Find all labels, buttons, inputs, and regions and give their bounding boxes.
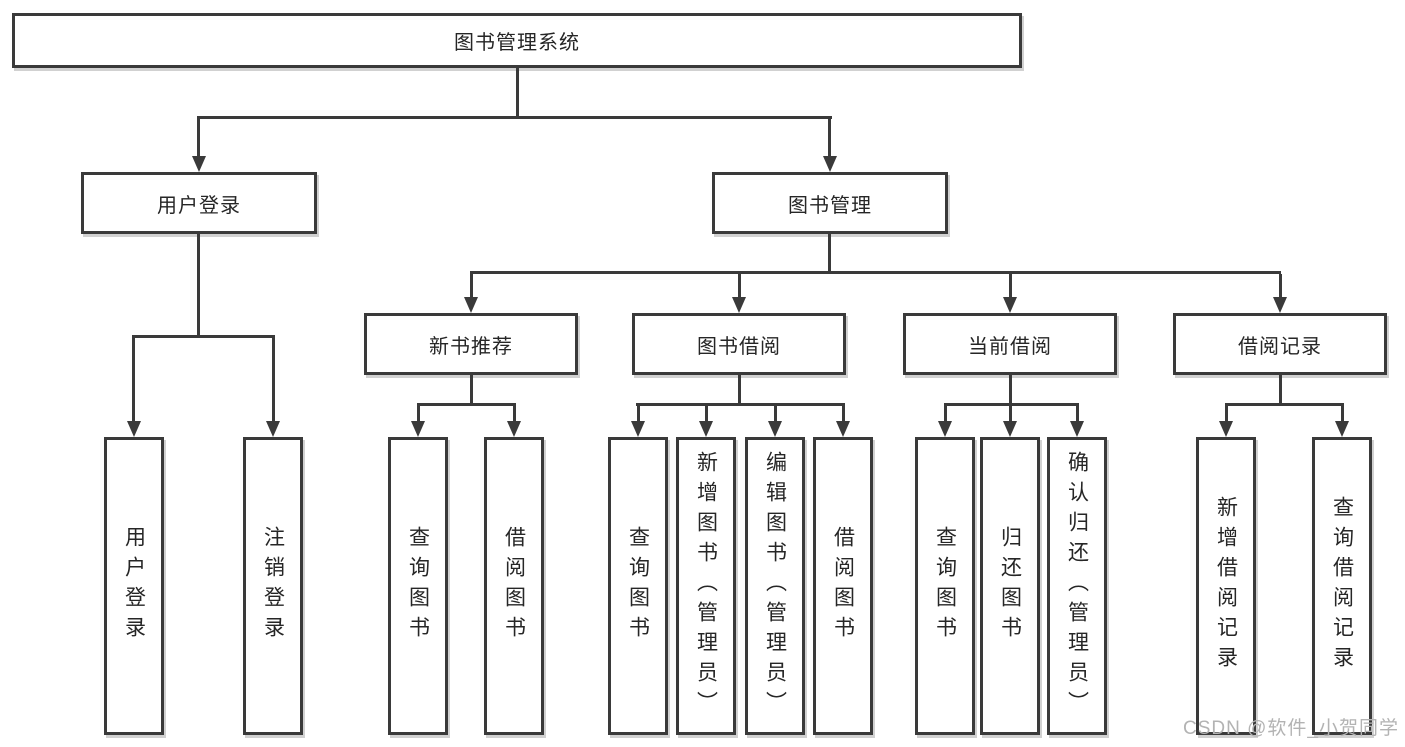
arrowhead-icon [1273,297,1287,313]
node-borrow-record: 借阅记录 [1173,313,1387,375]
leaf-add-book: 新增图书（管理员） [676,437,736,735]
connector-line [1341,406,1344,422]
leaf-query-book-c-label: 查询图书 [933,526,957,646]
leaf-borrow-book-a: 借阅图书 [484,437,544,735]
leaf-add-record: 新增借阅记录 [1196,437,1256,735]
node-book-borrow: 图书借阅 [632,313,846,375]
connector-line [470,271,1281,274]
leaf-query-book-a: 查询图书 [388,437,448,735]
connector-line [197,116,832,119]
leaf-confirm-return-label: 确认归还（管理员） [1065,451,1089,721]
connector-line [637,406,640,422]
connector-line [842,406,845,422]
arrowhead-icon [938,421,952,437]
node-new-book-label: 新书推荐 [429,335,513,358]
leaf-borrow-book-b-label: 借阅图书 [831,526,855,646]
connector-line [636,403,845,406]
leaf-logout: 注销登录 [243,437,303,735]
leaf-query-book-c: 查询图书 [915,437,975,735]
leaf-return-book: 归还图书 [980,437,1040,735]
arrowhead-icon [127,421,141,437]
connector-line [1279,274,1282,298]
connector-line [470,274,473,298]
connector-line [828,234,831,271]
arrowhead-icon [1070,421,1084,437]
connector-line [417,403,516,406]
connector-line [132,335,135,421]
leaf-return-book-label: 归还图书 [998,526,1022,646]
connector-line [1009,274,1012,298]
arrowhead-icon [1335,421,1349,437]
connector-line [1009,406,1012,422]
connector-line [470,375,473,403]
leaf-query-book-b: 查询图书 [608,437,668,735]
leaf-logout-label: 注销登录 [261,526,285,646]
connector-line [705,406,708,422]
leaf-query-book-b-label: 查询图书 [626,526,650,646]
arrowhead-icon [1003,421,1017,437]
arrowhead-icon [507,421,521,437]
connector-line [1225,403,1344,406]
arrowhead-icon [823,156,837,172]
leaf-add-book-label: 新增图书（管理员） [694,451,718,721]
connector-line [417,406,420,422]
arrowhead-icon [836,421,850,437]
csdn-watermark: CSDN @软件_小贺同学 [1183,718,1399,739]
connector-line [944,403,1079,406]
node-new-book: 新书推荐 [364,313,578,375]
leaf-borrow-book-b: 借阅图书 [813,437,873,735]
arrowhead-icon [266,421,280,437]
connector-line [774,406,777,422]
connector-line [1076,406,1079,422]
node-root: 图书管理系统 [12,13,1022,68]
arrowhead-icon [1003,297,1017,313]
connector-line [513,406,516,422]
connector-line [197,234,200,336]
connector-line [828,119,831,157]
node-user-login: 用户登录 [81,172,317,234]
leaf-user-login: 用户登录 [104,437,164,735]
node-book-borrow-label: 图书借阅 [697,335,781,358]
leaf-borrow-book-a-label: 借阅图书 [502,526,526,646]
arrowhead-icon [1219,421,1233,437]
connector-line [132,335,275,338]
connector-line [1279,375,1282,403]
arrowhead-icon [631,421,645,437]
connector-line [1225,406,1228,422]
leaf-add-record-label: 新增借阅记录 [1214,496,1238,676]
node-borrow-record-label: 借阅记录 [1238,335,1322,358]
connector-line [272,335,275,421]
node-book-mgmt: 图书管理 [712,172,948,234]
node-root-label: 图书管理系统 [454,32,580,54]
arrowhead-icon [192,156,206,172]
node-current-borrow-label: 当前借阅 [968,335,1052,358]
node-user-login-label: 用户登录 [157,194,241,217]
connector-line [516,68,519,116]
leaf-query-record: 查询借阅记录 [1312,437,1372,735]
leaf-confirm-return: 确认归还（管理员） [1047,437,1107,735]
leaf-query-record-label: 查询借阅记录 [1330,496,1354,676]
leaf-edit-book-label: 编辑图书（管理员） [763,451,787,721]
arrowhead-icon [768,421,782,437]
leaf-edit-book: 编辑图书（管理员） [745,437,805,735]
arrowhead-icon [411,421,425,437]
leaf-user-login-label: 用户登录 [122,526,146,646]
arrowhead-icon [732,297,746,313]
connector-line [1009,375,1012,403]
connector-line [738,375,741,403]
connector-line [944,406,947,422]
arrowhead-icon [464,297,478,313]
arrowhead-icon [699,421,713,437]
node-current-borrow: 当前借阅 [903,313,1117,375]
connector-line [197,119,200,157]
node-book-mgmt-label: 图书管理 [788,194,872,217]
leaf-query-book-a-label: 查询图书 [406,526,430,646]
connector-line [738,274,741,298]
